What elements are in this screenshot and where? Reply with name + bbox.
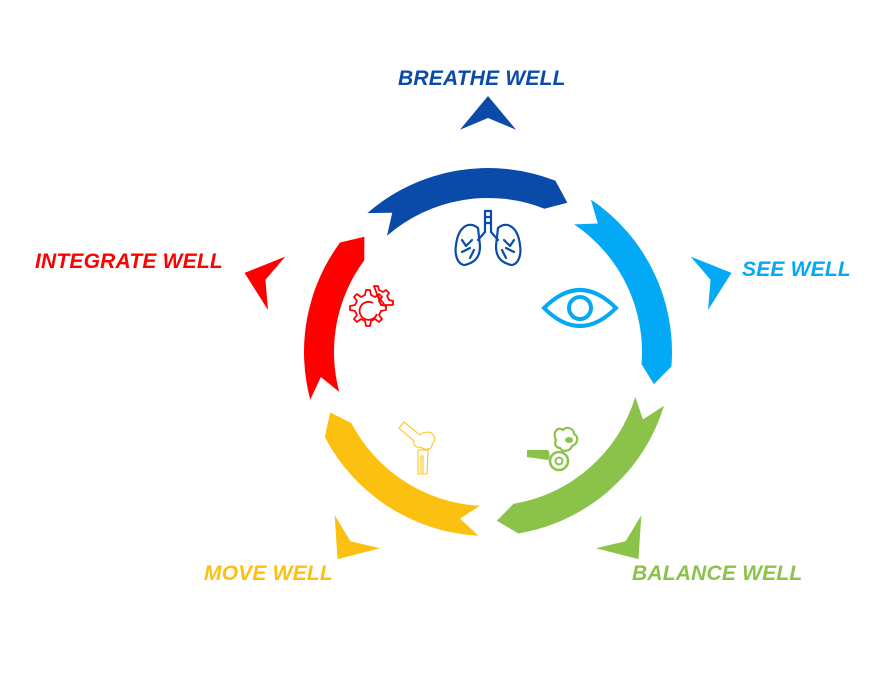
ring-segment-move	[324, 412, 480, 536]
inner-ear-icon	[527, 426, 579, 472]
pointer-arrow-see	[690, 256, 732, 311]
stage-label-move: MOVE WELL	[204, 562, 333, 585]
knee-joint-icon	[398, 421, 436, 475]
stage-label-balance: BALANCE WELL	[632, 562, 803, 585]
stage-label-integrate: INTEGRATE WELL	[35, 250, 223, 273]
pointer-arrow-integrate	[244, 256, 286, 311]
ring-segment-balance	[496, 397, 664, 534]
lungs-icon	[454, 209, 522, 266]
cycle-ring	[304, 167, 672, 536]
pointer-arrow-breathe	[459, 96, 517, 130]
gears-icon	[349, 285, 394, 327]
pointer-arrow-move	[334, 515, 381, 560]
stage-label-breathe: BREATHE WELL	[398, 67, 566, 90]
ring-segment-see	[574, 199, 672, 385]
ring-segment-breathe	[367, 167, 568, 236]
eye-icon	[541, 288, 619, 328]
stage-label-see: SEE WELL	[742, 258, 851, 281]
ring-segment-integrate	[304, 236, 365, 400]
pointer-arrow-balance	[595, 515, 642, 560]
stage-pointers	[244, 96, 732, 560]
